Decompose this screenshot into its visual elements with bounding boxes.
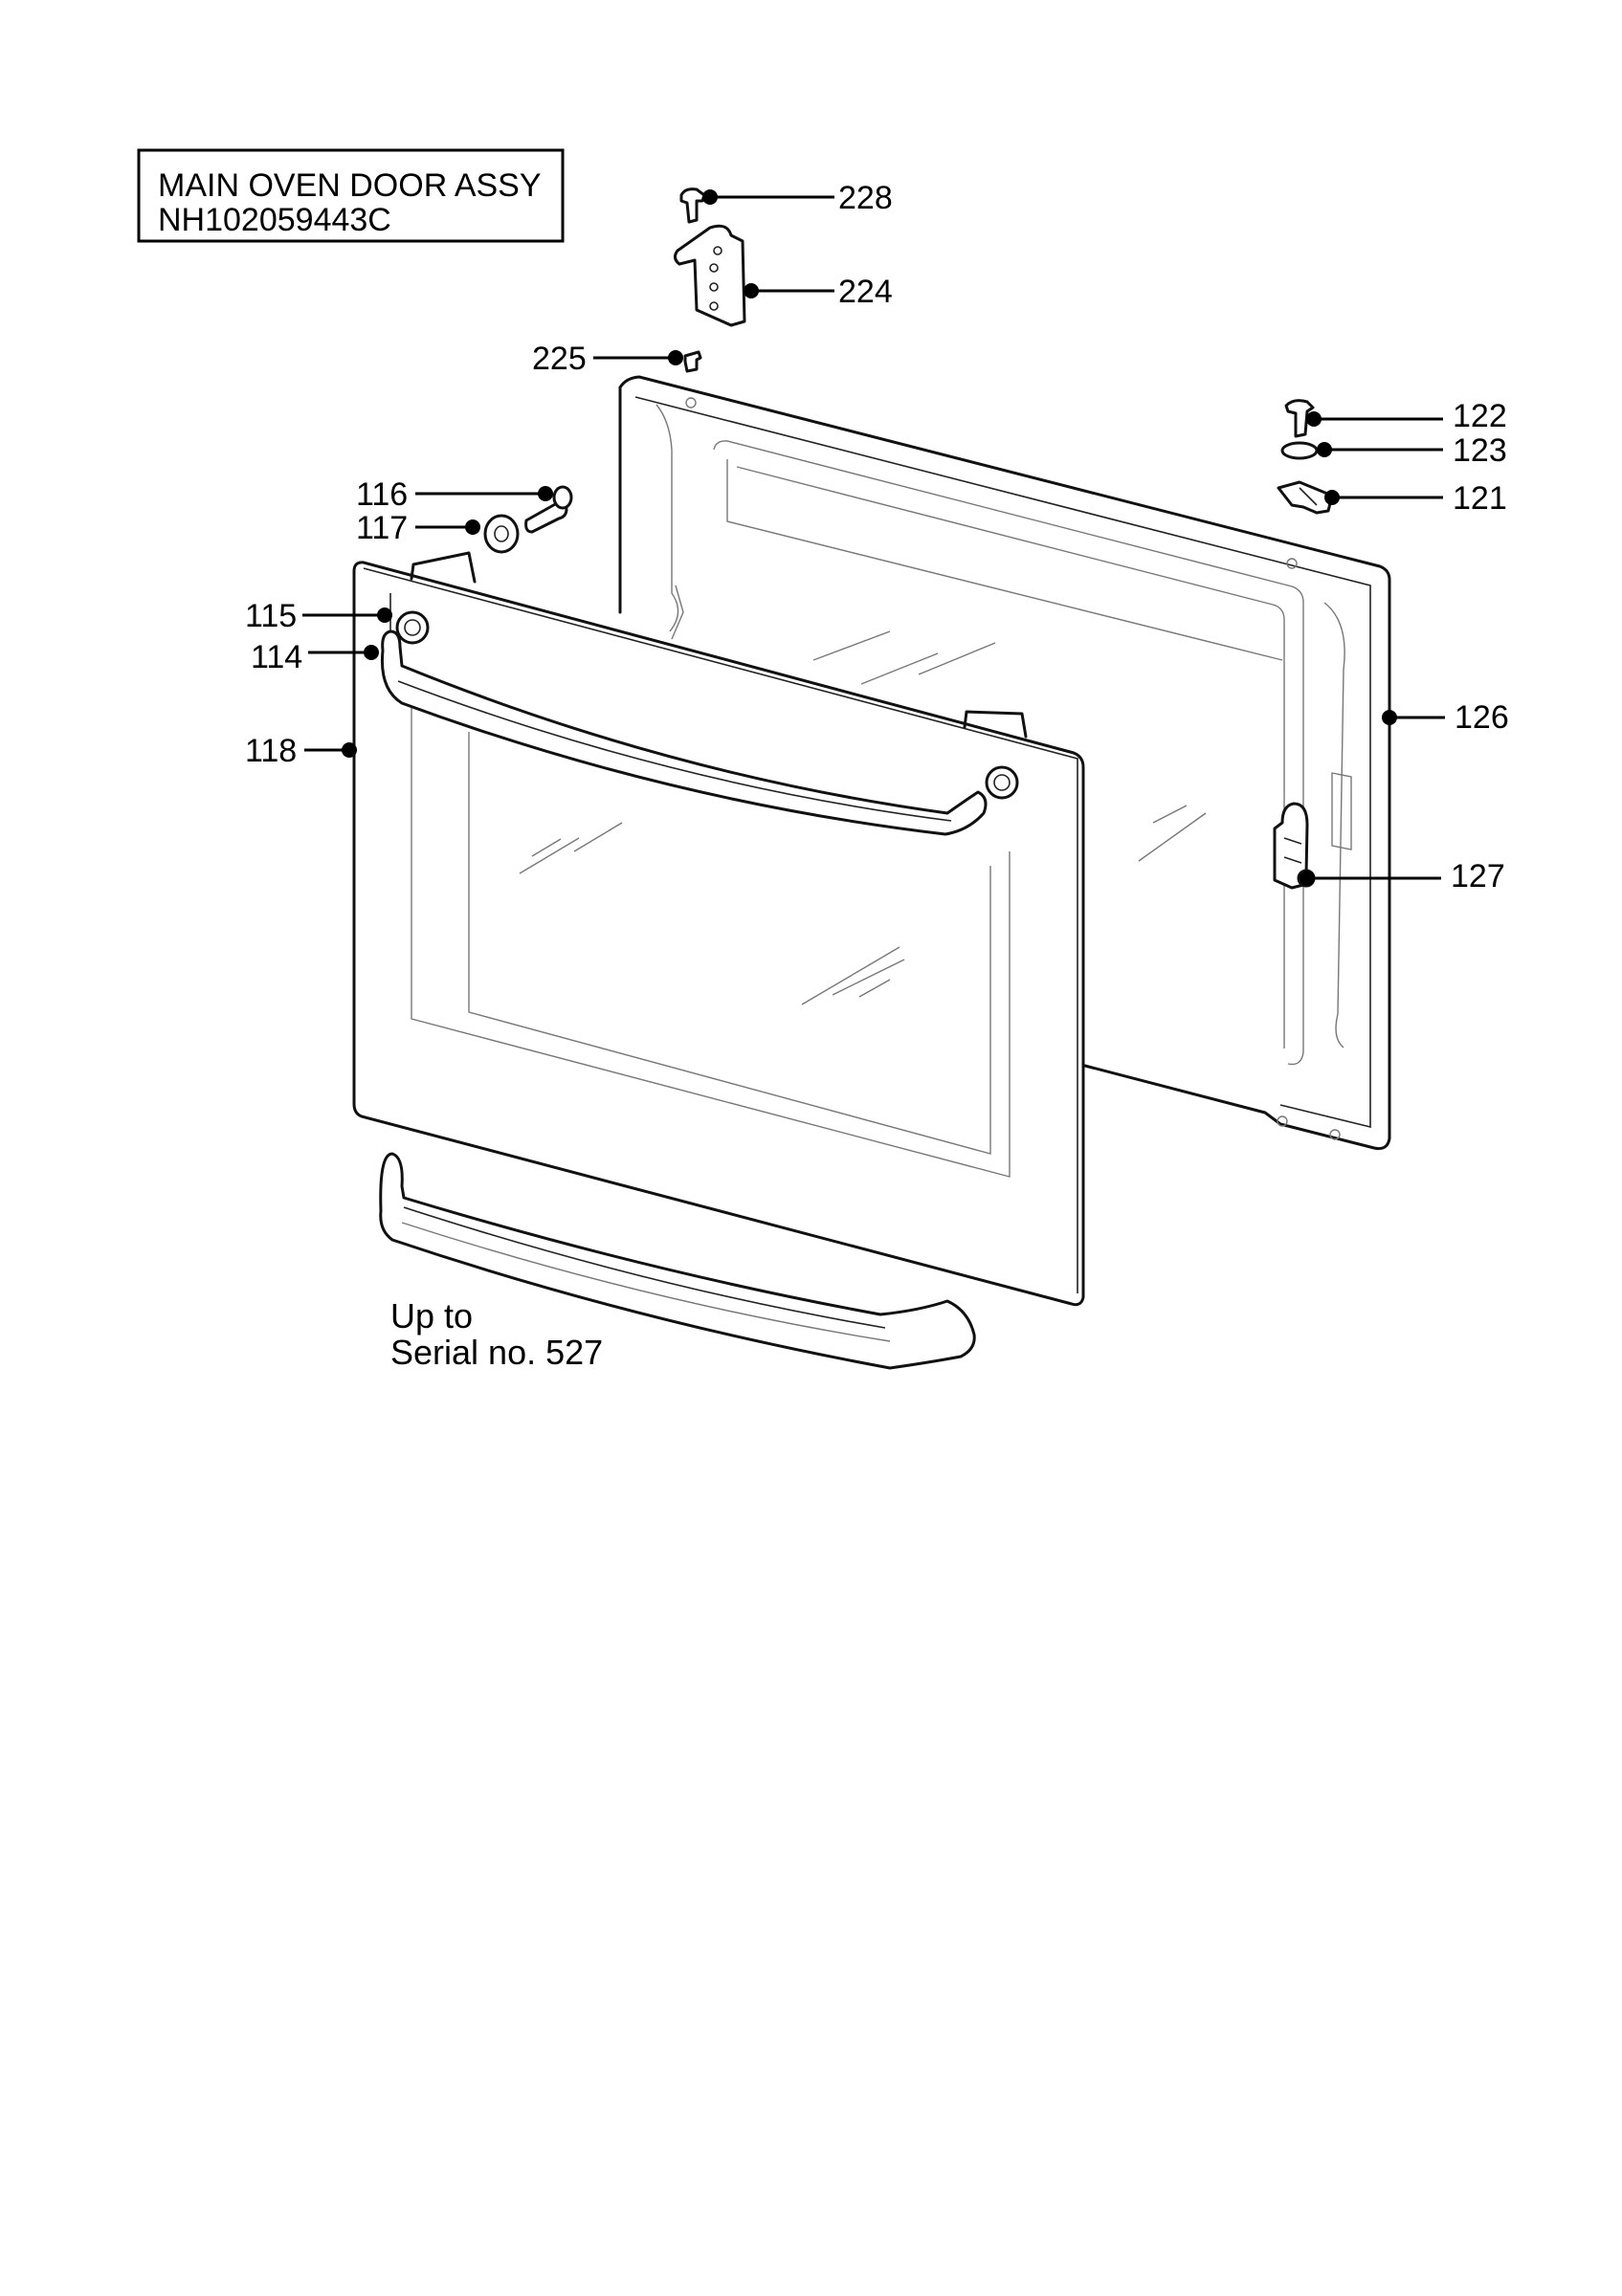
callout-label-117: 117 — [356, 510, 408, 546]
screw-122 — [1284, 399, 1315, 438]
callout-123: 123 — [1317, 432, 1507, 469]
callout-label-224: 224 — [838, 274, 893, 310]
screw-116 — [524, 485, 573, 534]
washer-123 — [1280, 441, 1319, 460]
note-line-1: Up to — [390, 1296, 473, 1336]
hinge-plate-224 — [673, 224, 746, 327]
callout-118: 118 — [245, 733, 357, 769]
callout-228: 228 — [702, 180, 893, 216]
callout-label-123: 123 — [1453, 432, 1507, 469]
clip-121 — [1277, 480, 1334, 515]
callout-label-114: 114 — [251, 639, 302, 675]
callout-117: 117 — [356, 510, 480, 546]
callout-label-116: 116 — [356, 476, 408, 513]
callout-126: 126 — [1382, 699, 1509, 736]
callout-114: 114 — [251, 639, 379, 675]
callout-127: 127 — [1300, 858, 1505, 894]
handle-caps — [395, 610, 1019, 800]
callout-label-225: 225 — [532, 341, 587, 377]
callout-122: 122 — [1306, 398, 1507, 434]
outer-door-panel — [352, 551, 1085, 1307]
inner-door-panel — [618, 375, 1391, 1150]
callout-label-126: 126 — [1455, 699, 1509, 736]
callout-121: 121 — [1324, 480, 1507, 517]
door-handle-top — [380, 629, 988, 836]
title-box: MAIN OVEN DOOR ASSY NH102059443C — [137, 148, 565, 243]
callout-224: 224 — [744, 274, 893, 310]
title-line-2: NH102059443C — [158, 202, 391, 238]
callout-label-228: 228 — [838, 180, 893, 216]
callout-label-122: 122 — [1453, 398, 1507, 434]
note-line-2: Serial no. 527 — [390, 1333, 603, 1372]
callout-label-121: 121 — [1453, 480, 1507, 517]
callout-115: 115 — [245, 598, 392, 634]
plug-225 — [683, 350, 702, 373]
title-line-1: MAIN OVEN DOOR ASSY — [158, 167, 542, 204]
callout-label-118: 118 — [245, 733, 297, 769]
callout-label-127: 127 — [1451, 858, 1505, 894]
screw-228 — [679, 188, 706, 224]
serial-note: Up to Serial no. 527 — [390, 1296, 603, 1372]
door-handle-bottom — [379, 1152, 976, 1370]
callout-label-115: 115 — [245, 598, 297, 634]
washer-117 — [483, 514, 520, 554]
callout-116: 116 — [356, 476, 553, 513]
callout-225: 225 — [532, 341, 683, 377]
